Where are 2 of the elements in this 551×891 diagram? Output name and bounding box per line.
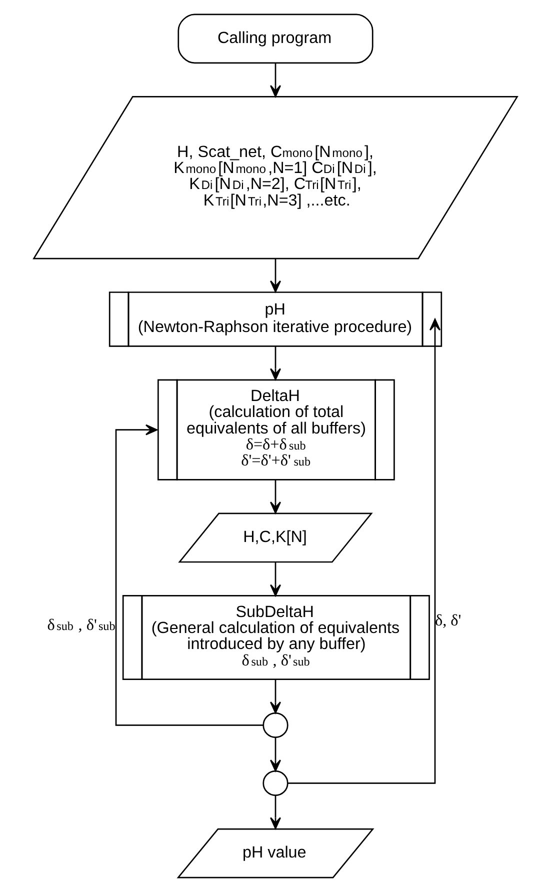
edge-label: δsub , δ'sub [47, 616, 116, 634]
edge-label: δ, δ' [434, 612, 462, 630]
